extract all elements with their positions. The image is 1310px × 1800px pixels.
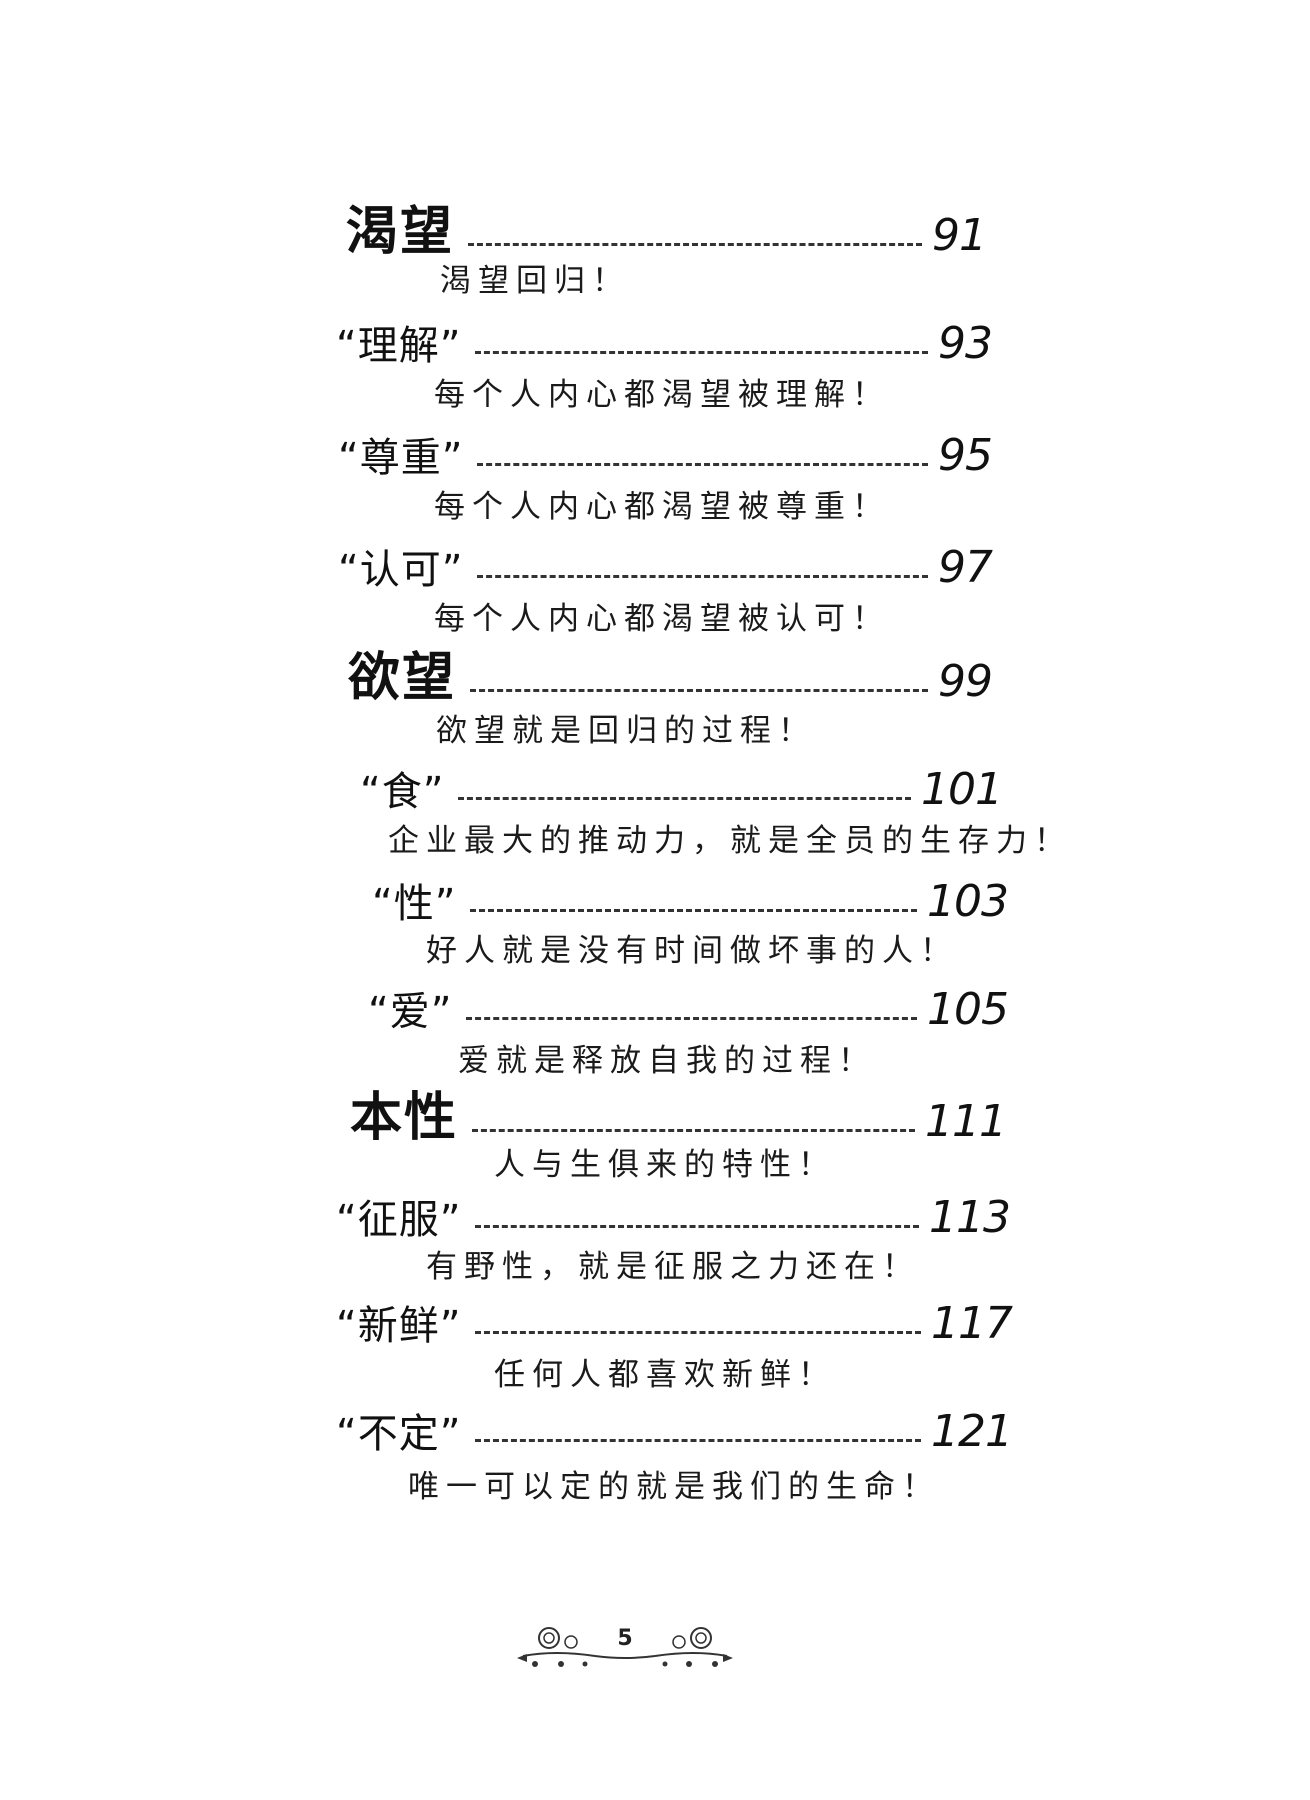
dotted-leader bbox=[475, 351, 928, 354]
toc-title: “征服” bbox=[336, 1197, 462, 1243]
toc-title: 本性 bbox=[350, 1088, 459, 1148]
toc-entry-12: “不定” 121 bbox=[336, 1406, 1013, 1457]
toc-subtitle: 有野性，就是征服之力还在！ bbox=[426, 1249, 920, 1285]
toc-entry-6: “食” 101 bbox=[360, 764, 1003, 815]
toc-page-number: 97 bbox=[938, 542, 993, 593]
toc-subtitle: 渴望回归！ bbox=[440, 263, 630, 299]
toc-title: “认可” bbox=[338, 547, 464, 593]
dotted-leader bbox=[466, 1017, 918, 1020]
toc-entry-10: “征服” 113 bbox=[336, 1192, 1011, 1243]
toc-title: 欲望 bbox=[348, 648, 457, 708]
toc-title: “食” bbox=[360, 769, 445, 815]
toc-subtitle: 每个人内心都渴望被认可！ bbox=[434, 601, 890, 637]
dotted-leader bbox=[475, 1439, 922, 1442]
toc-title: “理解” bbox=[336, 323, 462, 369]
toc-entry-7: “性” 103 bbox=[372, 876, 1009, 927]
page-footer: 5 bbox=[515, 1620, 735, 1672]
toc-title: “不定” bbox=[336, 1411, 462, 1457]
dotted-leader bbox=[470, 909, 918, 912]
toc-page-number: 103 bbox=[927, 876, 1009, 927]
toc-entry-9: 本性 111 bbox=[350, 1088, 1007, 1148]
toc-entry-11: “新鲜” 117 bbox=[336, 1298, 1013, 1349]
toc-page-number: 93 bbox=[938, 318, 993, 369]
scroll-ornament-icon bbox=[517, 1627, 733, 1667]
toc-subtitle: 爱就是释放自我的过程！ bbox=[458, 1043, 876, 1079]
dotted-leader bbox=[472, 1129, 916, 1132]
toc-title: “新鲜” bbox=[336, 1303, 462, 1349]
toc-page-number: 91 bbox=[932, 210, 987, 261]
dotted-leader bbox=[477, 575, 928, 578]
toc-entry-8: “爱” 105 bbox=[368, 984, 1009, 1035]
toc-title: “尊重” bbox=[338, 435, 464, 481]
toc-subtitle: 每个人内心都渴望被理解！ bbox=[434, 377, 890, 413]
toc-title: “性” bbox=[372, 881, 457, 927]
dotted-leader bbox=[470, 689, 928, 692]
toc-entry-5: 欲望 99 bbox=[348, 648, 993, 708]
toc-subtitle: 唯一可以定的就是我们的生命！ bbox=[408, 1469, 940, 1505]
dotted-leader bbox=[475, 1331, 922, 1334]
toc-entry-3: “尊重” 95 bbox=[338, 430, 993, 481]
toc-page-number: 99 bbox=[938, 656, 993, 707]
toc-page-number: 121 bbox=[931, 1406, 1013, 1457]
toc-entry-2: “理解” 93 bbox=[336, 318, 993, 369]
dotted-leader bbox=[475, 1225, 920, 1228]
toc-subtitle: 好人就是没有时间做坏事的人！ bbox=[426, 933, 958, 969]
dotted-leader bbox=[477, 463, 928, 466]
toc-page-number: 117 bbox=[931, 1298, 1013, 1349]
toc-entry-4: “认可” 97 bbox=[338, 542, 993, 593]
toc-page-number: 113 bbox=[929, 1192, 1011, 1243]
toc-subtitle: 企业最大的推动力，就是全员的生存力！ bbox=[388, 823, 1072, 859]
toc-subtitle: 欲望就是回归的过程！ bbox=[436, 713, 816, 749]
dotted-leader bbox=[468, 243, 922, 246]
toc-page-number: 105 bbox=[927, 984, 1009, 1035]
toc-page-number: 95 bbox=[938, 430, 993, 481]
toc-subtitle: 每个人内心都渴望被尊重！ bbox=[434, 489, 890, 525]
dotted-leader bbox=[458, 797, 912, 800]
toc-title: 渴望 bbox=[346, 202, 455, 262]
toc-page-number: 111 bbox=[925, 1096, 1007, 1147]
footer-page-number: 5 bbox=[617, 1626, 633, 1651]
toc-subtitle: 人与生俱来的特性！ bbox=[494, 1147, 836, 1183]
toc-entry-1: 渴望 91 bbox=[346, 202, 987, 262]
toc-subtitle: 任何人都喜欢新鲜！ bbox=[494, 1357, 836, 1393]
toc-title: “爱” bbox=[368, 989, 453, 1035]
toc-page-number: 101 bbox=[921, 764, 1003, 815]
